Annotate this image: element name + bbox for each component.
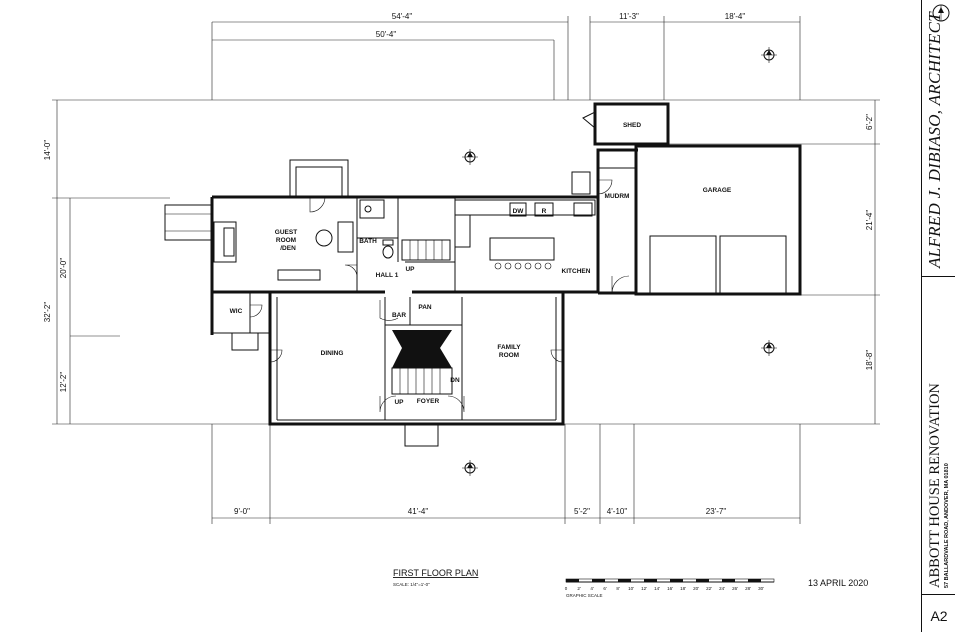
dim-top-right-b: 18'-4" xyxy=(725,12,746,21)
plan-date: 13 APRIL 2020 xyxy=(808,578,868,588)
graphic-scale-tick-label: 12' xyxy=(641,586,647,591)
elevation-marker-icon xyxy=(462,460,478,476)
label-refrigerator: R xyxy=(542,208,547,215)
graphic-scale-tick-label: 24' xyxy=(719,586,725,591)
dim-right-top: 6'-2" xyxy=(865,114,874,130)
label-up-foyer: UP xyxy=(394,399,404,406)
label-shed: SHED xyxy=(623,122,641,129)
label-up-hall: UP xyxy=(405,266,415,273)
label-hall: HALL 1 xyxy=(376,272,399,279)
door-swing-icon xyxy=(249,179,630,413)
elevation-marker-icon xyxy=(462,149,478,165)
elevation-marker-icon xyxy=(761,47,777,63)
label-dining: DINING xyxy=(321,350,344,357)
dim-left-bottom: 12'-2" xyxy=(59,372,68,393)
graphic-scale-tick-label: 20' xyxy=(693,586,699,591)
toilet-icon xyxy=(382,239,394,259)
graphic-scale-tick-label: 14' xyxy=(654,586,660,591)
label-guest-room-2: ROOM xyxy=(276,237,296,244)
label-bath: BATH xyxy=(359,238,377,245)
graphic-scale-tick-label: 22' xyxy=(706,586,712,591)
label-bar: BAR xyxy=(392,312,406,319)
graphic-scale-tick-label: 4' xyxy=(590,586,594,591)
label-pan: PAN xyxy=(418,304,432,311)
kitchen-fixtures xyxy=(454,199,596,270)
graphic-scale xyxy=(565,578,775,583)
project-address: 57 BALLARDVALE ROAD, ANDOVER, MA 01810 xyxy=(944,463,950,588)
sheet-number: A2 xyxy=(930,608,948,624)
elevation-marker-icon xyxy=(761,340,777,356)
graphic-scale-tick-label: 16' xyxy=(667,586,673,591)
label-wic: WIC xyxy=(230,308,243,315)
plan-title: FIRST FLOOR PLAN xyxy=(393,568,478,578)
label-foyer: FOYER xyxy=(417,398,440,405)
graphic-scale-tick-label: 0 xyxy=(565,586,568,591)
graphic-scale-ticks: 0 2' 4' 6' 8' 10' 12' 14' 16' 18' 20' 22' 24' 26' 28' 3… xyxy=(565,586,764,591)
dim-left-top: 14'-0" xyxy=(43,140,52,161)
dim-bottom-c: 5'-2" xyxy=(574,507,590,516)
dim-bottom-d: 4'-10" xyxy=(607,507,628,516)
stair-icon xyxy=(401,239,451,261)
stair-icon xyxy=(391,330,453,395)
label-guest-room-3: /DEN xyxy=(280,245,296,252)
dim-right-mid: 21'-4" xyxy=(865,210,874,231)
dim-top-overall: 54'-4" xyxy=(392,12,413,21)
graphic-scale-tick-label: 26' xyxy=(732,586,738,591)
dim-top-inner: 50'-4" xyxy=(376,30,397,39)
plan-scale: SCALE: 1/4"=1'-0" xyxy=(393,582,430,587)
graphic-scale-tick-label: 30' xyxy=(758,586,764,591)
title-block: ALFRED J. DIBIASO, ARCHITECT ABBOTT HOUS… xyxy=(921,0,955,632)
dim-bottom-b: 41'-4" xyxy=(408,507,429,516)
architect-name: ALFRED J. DIBIASO, ARCHITECT xyxy=(925,12,944,268)
label-garage: GARAGE xyxy=(703,187,732,194)
label-family-2: ROOM xyxy=(499,352,519,359)
dim-top-right-a: 11'-3" xyxy=(619,12,639,21)
dim-bottom-a: 9'-0" xyxy=(234,507,250,516)
dim-left-overall: 32'-2" xyxy=(43,302,52,323)
dim-bottom-e: 23'-7" xyxy=(706,507,727,516)
graphic-scale-tick-label: 8' xyxy=(616,586,620,591)
sink-icon xyxy=(359,199,385,219)
graphic-scale-tick-label: 28' xyxy=(745,586,751,591)
label-dn: DN xyxy=(450,377,460,384)
graphic-scale-tick-label: 18' xyxy=(680,586,686,591)
label-family-1: FAMILY xyxy=(497,344,521,351)
project-name: ABBOTT HOUSE RENOVATION xyxy=(927,383,943,588)
north-arrow-icon xyxy=(932,4,950,22)
label-kitchen: KITCHEN xyxy=(562,268,591,275)
dimension-lines xyxy=(52,16,880,524)
label-mudrm: MUDRM xyxy=(605,193,630,200)
graphic-scale-tick-label: 10' xyxy=(628,586,634,591)
graphic-scale-tick-label: 6' xyxy=(603,586,607,591)
graphic-scale-tick-label: 2' xyxy=(577,586,581,591)
dim-left-mid: 20'-0" xyxy=(59,258,68,279)
label-dw: DW xyxy=(513,208,525,215)
label-guest-room-1: GUEST xyxy=(275,229,297,236)
guest-room-furniture xyxy=(213,221,354,281)
dim-right-bottom: 18'-8" xyxy=(865,350,874,371)
building-walls xyxy=(164,102,802,447)
graphic-scale-label: GRAPHIC SCALE xyxy=(566,593,603,598)
